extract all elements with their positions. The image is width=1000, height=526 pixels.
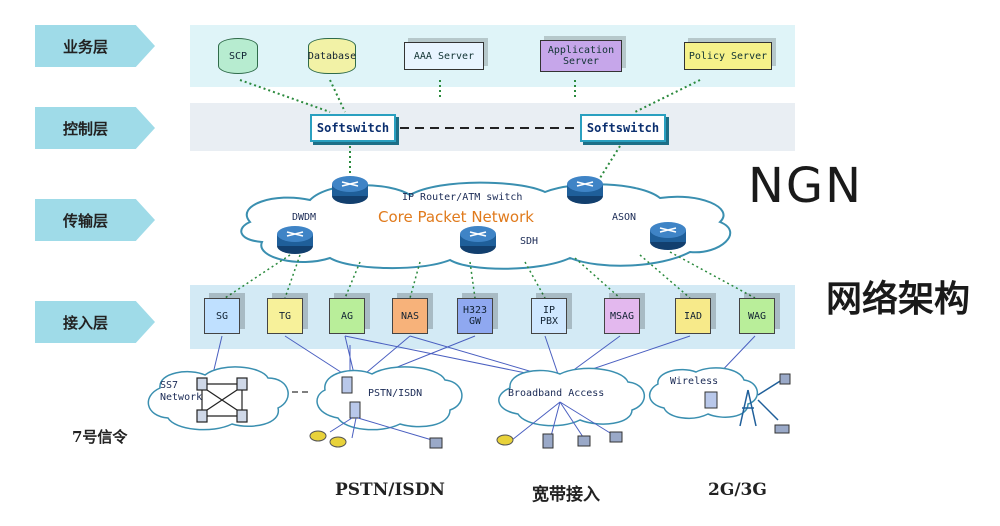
- ss7-network-label: SS7 Network: [160, 380, 203, 403]
- softswitch-right: Softswitch: [580, 114, 666, 142]
- softswitch-label: Softswitch: [586, 121, 660, 135]
- scp-label: SCP: [228, 50, 248, 62]
- aaa-server-label: AAA Server: [413, 50, 475, 62]
- wireless-network-label: Wireless: [670, 376, 719, 387]
- gateway-label: TG: [278, 310, 292, 322]
- pstn-network-label: PSTN/ISDN: [368, 388, 423, 399]
- gateway-label: MSAG: [609, 310, 635, 322]
- layer-arrow-access: 接入层: [35, 301, 155, 343]
- gateway-label: IP PBX: [539, 305, 559, 327]
- layer-arrow-control: 控制层: [35, 107, 155, 149]
- ason-label: ASON: [612, 212, 637, 223]
- application-server-label: Application Server: [547, 45, 615, 67]
- softswitch-left: Softswitch: [310, 114, 396, 142]
- caption-broadband: 宽带接入: [532, 485, 600, 505]
- router-label: IP Router/ATM switch: [402, 192, 523, 203]
- dwdm-label: DWDM: [292, 212, 317, 223]
- gateway-tg: TG: [267, 298, 303, 334]
- layer-arrow-service: 业务层: [35, 25, 155, 67]
- gateway-sg: SG: [204, 298, 240, 334]
- softswitch-label: Softswitch: [316, 121, 390, 135]
- layer-label: 接入层: [63, 313, 109, 332]
- ngn-title: NGN: [748, 158, 864, 214]
- gateway-ag: AG: [329, 298, 365, 334]
- caption-mobile: 2G/3G: [708, 480, 767, 500]
- core-network-title: Core Packet Network: [378, 208, 534, 226]
- policy-server-node: Policy Server: [684, 42, 772, 70]
- layer-label: 控制层: [63, 119, 109, 138]
- core-routers: [277, 176, 686, 254]
- gateway-msag: MSAG: [604, 298, 640, 334]
- gateway-label: WAG: [747, 310, 767, 322]
- gateway-label: AG: [340, 310, 354, 322]
- application-server-node: Application Server: [540, 40, 622, 72]
- gateway-label: NAS: [400, 310, 420, 322]
- broadband-network-label: Broadband Access: [508, 388, 605, 399]
- gateway-iad: IAD: [675, 298, 711, 334]
- layer-label: 传输层: [63, 211, 109, 230]
- gateway-ip-pbx: IP PBX: [531, 298, 567, 334]
- gateway-h323: H323 GW: [457, 298, 493, 334]
- architecture-title: 网络架构: [826, 279, 971, 320]
- gateway-label: H323 GW: [462, 305, 488, 327]
- gateway-label: SG: [215, 310, 229, 322]
- policy-server-label: Policy Server: [688, 50, 768, 62]
- layer-label: 业务层: [63, 37, 109, 56]
- layer-arrow-transport: 传输层: [35, 199, 155, 241]
- scp-node: SCP: [218, 38, 258, 74]
- database-label: Database: [307, 50, 357, 62]
- gateway-nas: NAS: [392, 298, 428, 334]
- caption-ss7: 7号信令: [72, 428, 128, 446]
- caption-pstn: PSTN/ISDN: [335, 480, 445, 500]
- database-node: Database: [308, 38, 356, 74]
- gateway-wag: WAG: [739, 298, 775, 334]
- aaa-server-node: AAA Server: [404, 42, 484, 70]
- sdh-label: SDH: [520, 236, 539, 247]
- gateway-label: IAD: [683, 310, 703, 322]
